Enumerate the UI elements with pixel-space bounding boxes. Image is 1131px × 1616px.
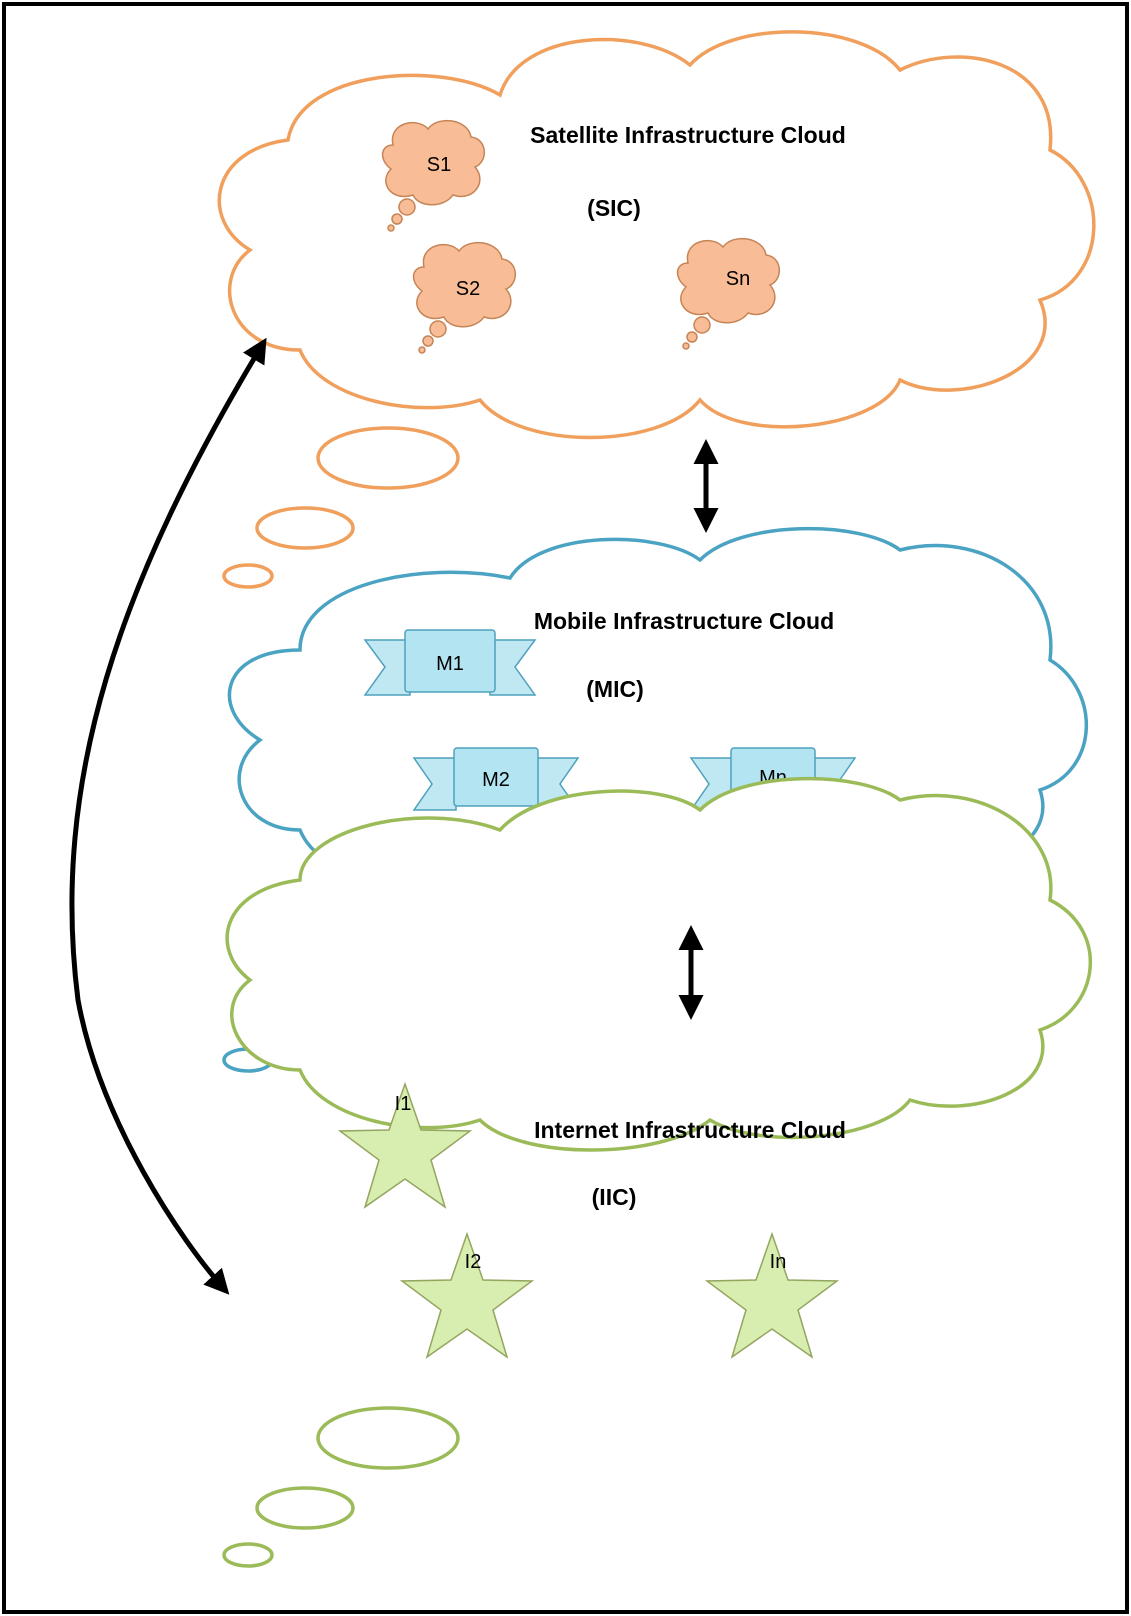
satellite-node-tail-bubble [686, 331, 698, 343]
satellite-thought-bubble-small [222, 563, 274, 589]
satellite-node-cloud-shape [676, 237, 780, 324]
mobile-node-label: M1 [436, 653, 464, 675]
satellite-node-tail-bubble [391, 213, 403, 225]
satellite-node-tail-bubble [429, 320, 447, 338]
satellite-node-tail-bubble [398, 198, 416, 216]
satellite-cloud: Satellite Infrastructure Cloud (SIC) S1 … [217, 30, 1096, 589]
star-shape [704, 1231, 840, 1359]
internet-node-in: In [704, 1231, 840, 1359]
satellite-node-label: S1 [427, 154, 451, 176]
satellite-node-cloud-shape [381, 119, 485, 206]
satellite-node-s2: S2 [412, 241, 516, 354]
satellite-node-label: S2 [456, 278, 480, 300]
satellite-node-sn: Sn [676, 237, 780, 350]
satellite-node-cloud-shape [412, 241, 516, 328]
satellite-node-tail-bubble [422, 335, 434, 347]
internet-cloud: Internet Infrastructure Cloud (IIC) I1 I… [222, 776, 1093, 1568]
mobile-cloud-title: Mobile Infrastructure Cloud [534, 608, 834, 634]
mobile-node-m1: M1 [363, 629, 537, 696]
satellite-node-tail-bubble [418, 346, 426, 354]
internet-node-label: I2 [465, 1251, 482, 1273]
satellite-thought-bubble-medium [255, 506, 355, 550]
satellite-node-tail-bubble [682, 342, 690, 350]
star-shape [399, 1231, 535, 1359]
satellite-cloud-title: Satellite Infrastructure Cloud [530, 122, 846, 148]
mobile-node-ribbon-left [412, 757, 457, 811]
mobile-node-ribbon-right [489, 639, 537, 696]
internet-thought-bubble-large [316, 1406, 460, 1470]
satellite-node-tail-bubble [693, 316, 711, 334]
star-shape [337, 1081, 473, 1209]
internet-cloud-outline [225, 776, 1093, 1152]
internet-node-i2: I2 [399, 1231, 535, 1359]
internet-thought-bubble-small [222, 1542, 274, 1568]
internet-node-i1: I1 [337, 1081, 473, 1209]
satellite-cloud-abbr: (SIC) [587, 195, 641, 221]
mobile-node-ribbon-left [363, 639, 411, 696]
satellite-cloud-outline [217, 30, 1096, 440]
mobile-node-label: M2 [482, 769, 510, 791]
internet-thought-bubble-medium [255, 1486, 355, 1530]
mobile-node-ribbon-body [453, 747, 539, 807]
internet-cloud-abbr: (IIC) [592, 1184, 637, 1210]
sic-iic-curved-arrow [69, 337, 267, 1295]
internet-cloud-title: Internet Infrastructure Cloud [534, 1117, 846, 1143]
satellite-node-tail-bubble [387, 224, 395, 232]
internet-node-label: In [770, 1251, 787, 1273]
mobile-cloud-abbr: (MIC) [586, 676, 643, 702]
mobile-node-ribbon-body [404, 629, 496, 693]
satellite-node-s1: S1 [381, 119, 485, 232]
internet-node-label: I1 [395, 1093, 412, 1115]
satellite-node-label: Sn [726, 268, 750, 290]
satellite-thought-bubble-large [316, 426, 460, 490]
